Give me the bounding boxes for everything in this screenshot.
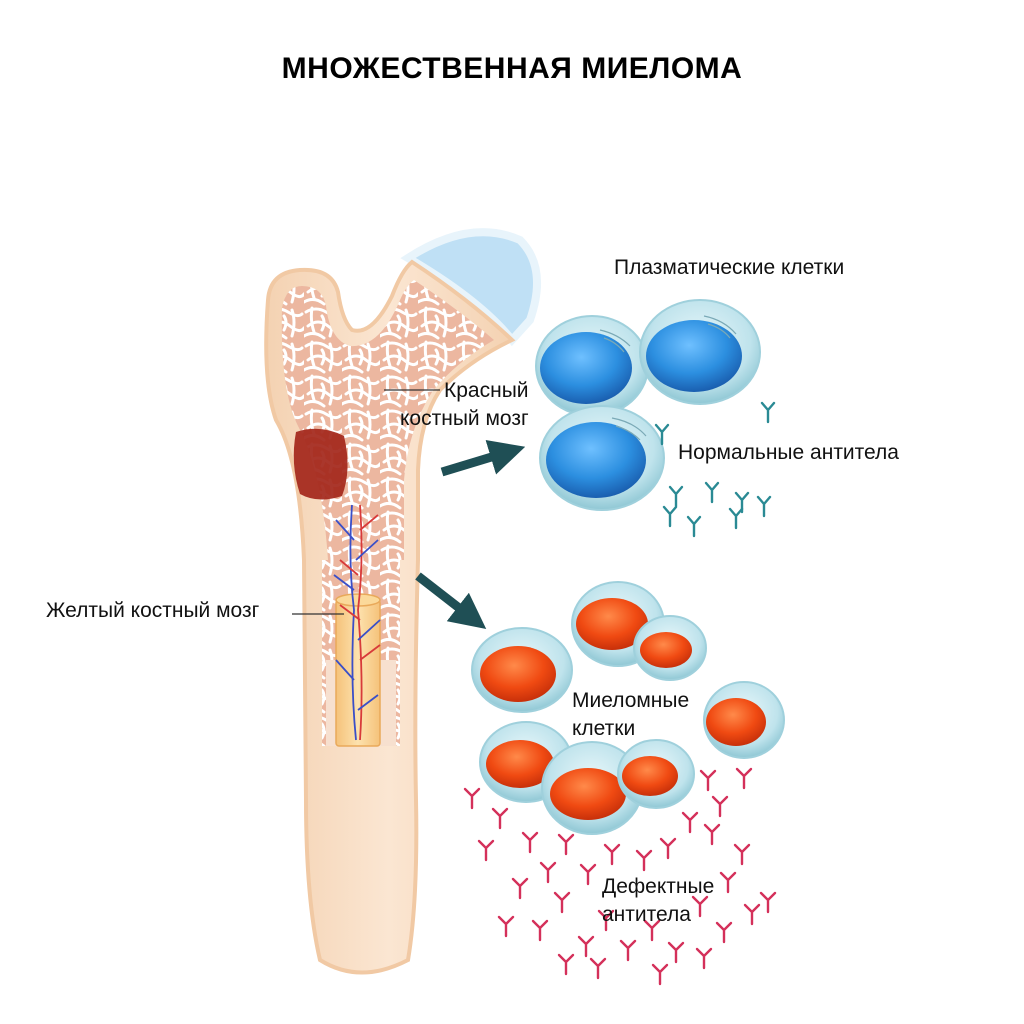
myeloma-cell [617, 739, 695, 809]
myeloma-cells-label-line2: клетки [572, 717, 636, 740]
myeloma-cells-label-line1: Миеломные [572, 689, 690, 712]
red-marrow-label-line1: Красный [444, 379, 529, 402]
plasma-cell [539, 405, 665, 511]
femur-bone [264, 228, 542, 975]
yellow-marrow [335, 599, 381, 747]
myeloma-cells [471, 581, 785, 835]
plasma-cell [639, 299, 761, 405]
myeloma-cell [633, 615, 707, 681]
normal-antibodies-label: Нормальные антитела [678, 441, 899, 464]
plasma-cells-label: Плазматические клетки [614, 256, 845, 279]
cartilage-cap [400, 228, 542, 347]
page-title: МНОЖЕСТВЕННАЯ МИЕЛОМА [281, 52, 743, 85]
red-marrow-label-line2: костный мозг [400, 407, 529, 430]
defective-antibodies-label-line1: Дефектные [602, 875, 715, 898]
myeloma-cell [471, 627, 573, 713]
defective-antibodies-label-line2: антитела [602, 903, 691, 926]
yellow-marrow-label: Желтый костный мозг [46, 599, 260, 622]
arrow-to-plasma-cells [440, 439, 526, 477]
tumor-mass [293, 428, 348, 500]
normal-antibodies [654, 401, 776, 538]
myeloma-cell [703, 681, 785, 759]
blood-vessels [333, 504, 381, 741]
arrow-to-myeloma-cells [415, 572, 487, 630]
plasma-cell [535, 315, 649, 417]
